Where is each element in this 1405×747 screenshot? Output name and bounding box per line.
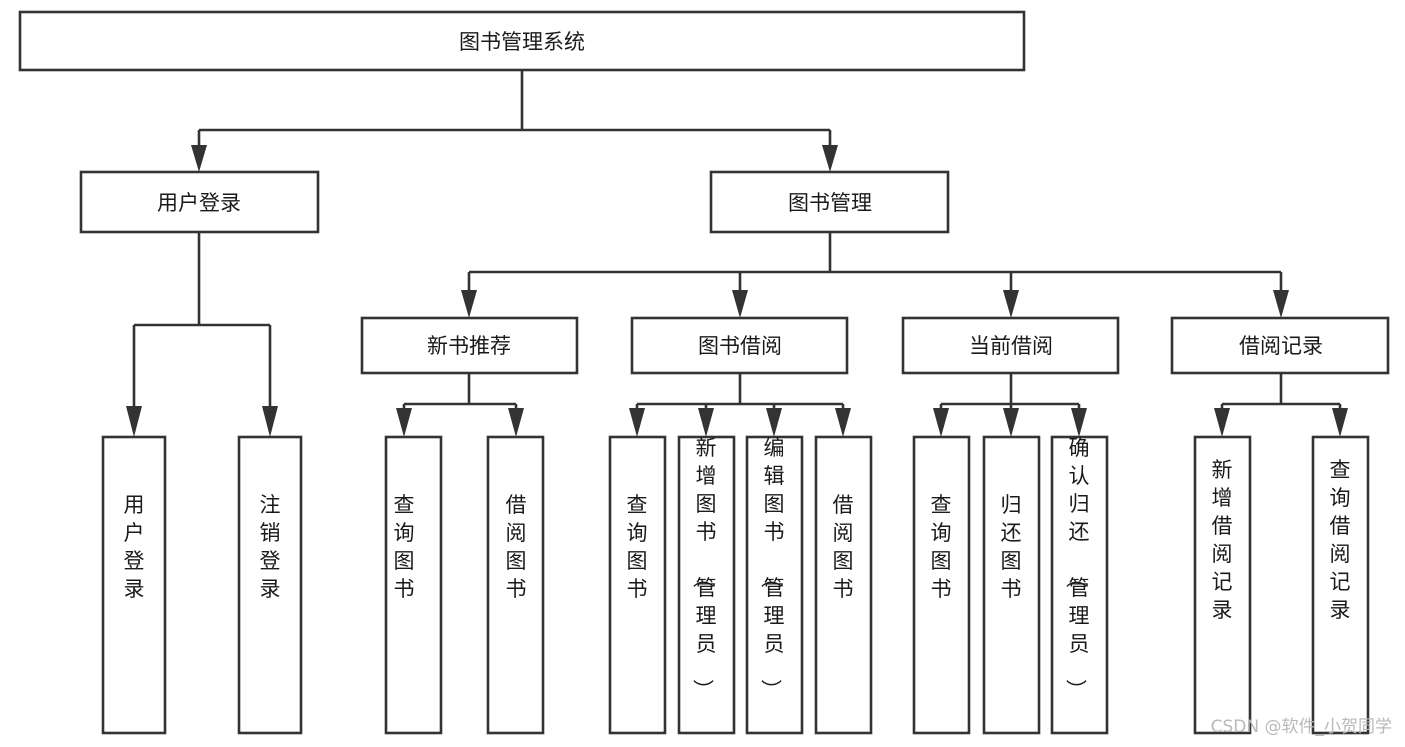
node-book-management-box[interactable] bbox=[709, 170, 950, 234]
leaf-nb-borrow-book-label: 借阅图书 bbox=[506, 493, 527, 601]
node-borrow-record-label: 借阅记录 bbox=[1239, 334, 1323, 358]
leaf-br-query-record-box[interactable] bbox=[1311, 435, 1370, 735]
leaf-br-query-record-label: 查询借阅记录 bbox=[1330, 458, 1351, 622]
leaf-br-add-record-label: 新增借阅记录 bbox=[1212, 458, 1233, 622]
leaf-cb-return-book-label: 归还图书 bbox=[1001, 493, 1022, 601]
leaf-cb-query-book-box[interactable] bbox=[912, 435, 971, 735]
leaf-nb-query-book-label: 查询图书 bbox=[394, 493, 415, 601]
leaf-node[interactable]: 用户登录 bbox=[101, 435, 167, 735]
leaf-cb-query-book-label: 查询图书 bbox=[931, 493, 952, 601]
csdn-watermark: CSDN @软件_小贺同学 bbox=[1211, 717, 1392, 737]
node-user-login-box[interactable] bbox=[79, 170, 320, 234]
arrow-head-bb-leaf-1 bbox=[629, 408, 645, 437]
leaf-logout-box[interactable] bbox=[237, 435, 303, 735]
node-root-box[interactable] bbox=[18, 10, 1026, 72]
leaf-bb-query-book-label: 查询图书 bbox=[627, 493, 648, 601]
node-root[interactable]: 图书管理系统 bbox=[18, 10, 1026, 72]
arrow-head-br-leaf-2 bbox=[1332, 408, 1348, 437]
node-new-book-recommend-box[interactable] bbox=[360, 316, 579, 375]
arrow-head-book-management bbox=[822, 145, 838, 172]
node-current-borrow[interactable]: 当前借阅 bbox=[901, 316, 1120, 375]
leaf-br-add-record-box[interactable] bbox=[1193, 435, 1252, 735]
arrow-head-br-leaf-1 bbox=[1214, 408, 1230, 437]
connector-layer bbox=[126, 70, 1348, 437]
node-book-borrow-box[interactable] bbox=[630, 316, 849, 375]
leaf-node[interactable]: 新增图书（管理员） bbox=[677, 435, 736, 735]
leaf-node[interactable]: 查询借阅记录 bbox=[1311, 435, 1370, 735]
node-book-management[interactable]: 图书管理 bbox=[709, 170, 950, 234]
leaf-bb-borrow-book-label: 借阅图书 bbox=[833, 493, 854, 601]
leaf-bb-add-book-box[interactable] bbox=[677, 435, 736, 735]
node-root-label: 图书管理系统 bbox=[459, 30, 585, 54]
arrow-head-borrow-record bbox=[1273, 290, 1289, 318]
leaf-user-login-box[interactable] bbox=[101, 435, 167, 735]
arrow-head-new-book bbox=[461, 290, 477, 318]
leaf-bb-edit-book-label: 编辑图书（管理员） bbox=[759, 436, 785, 700]
node-current-borrow-label: 当前借阅 bbox=[969, 334, 1053, 358]
node-book-management-label: 图书管理 bbox=[788, 191, 872, 215]
leaf-node[interactable]: 借阅图书 bbox=[486, 435, 545, 735]
node-book-borrow[interactable]: 图书借阅 bbox=[630, 316, 849, 375]
leaf-bb-query-book-box[interactable] bbox=[608, 435, 667, 735]
arrow-head-nb-leaf-2 bbox=[508, 408, 524, 437]
arrow-head-cb-leaf-1 bbox=[933, 408, 949, 437]
leaf-logout-label: 注销登录 bbox=[260, 493, 281, 601]
arrow-head-bb-leaf-3 bbox=[766, 408, 782, 437]
node-book-borrow-label: 图书借阅 bbox=[698, 334, 782, 358]
arrow-head-current-borrow bbox=[1003, 290, 1019, 318]
arrow-head-book-borrow bbox=[732, 290, 748, 318]
arrow-head-user-login bbox=[191, 145, 207, 172]
node-new-book-recommend[interactable]: 新书推荐 bbox=[360, 316, 579, 375]
node-borrow-record-box[interactable] bbox=[1170, 316, 1390, 375]
arrow-head-cb-leaf-3 bbox=[1071, 408, 1087, 437]
leaf-node[interactable]: 注销登录 bbox=[237, 435, 303, 735]
leaf-bb-borrow-book-box[interactable] bbox=[814, 435, 873, 735]
leaf-cb-confirm-return-label: 确认归还（管理员） bbox=[1064, 436, 1090, 700]
leaf-node[interactable]: 归还图书 bbox=[982, 435, 1041, 735]
leaf-nb-query-book-box[interactable] bbox=[384, 435, 443, 735]
arrow-head-nb-leaf-1 bbox=[396, 408, 412, 437]
node-current-borrow-box[interactable] bbox=[901, 316, 1120, 375]
arrow-head-leaf-logout bbox=[262, 406, 278, 437]
leaf-cb-confirm-return-box[interactable] bbox=[1050, 435, 1109, 735]
arrow-head-bb-leaf-2 bbox=[698, 408, 714, 437]
leaf-node[interactable]: 查询图书 bbox=[608, 435, 667, 735]
node-borrow-record[interactable]: 借阅记录 bbox=[1170, 316, 1390, 375]
leaf-nb-borrow-book-box[interactable] bbox=[486, 435, 545, 735]
leaf-node[interactable]: 查询图书 bbox=[384, 435, 443, 735]
leaf-bb-edit-book-box[interactable] bbox=[745, 435, 804, 735]
leaf-user-login-label: 用户登录 bbox=[124, 493, 145, 601]
leaf-cb-return-book-box[interactable] bbox=[982, 435, 1041, 735]
leaf-node[interactable]: 查询图书 bbox=[912, 435, 971, 735]
leaf-node[interactable]: 新增借阅记录 bbox=[1193, 435, 1252, 735]
arrow-head-bb-leaf-4 bbox=[835, 408, 851, 437]
node-user-login-label: 用户登录 bbox=[157, 191, 241, 215]
arrow-head-leaf-user-login bbox=[126, 406, 142, 437]
leaf-node[interactable]: 借阅图书 bbox=[814, 435, 873, 735]
node-user-login[interactable]: 用户登录 bbox=[79, 170, 320, 234]
node-new-book-recommend-label: 新书推荐 bbox=[427, 334, 511, 358]
leaf-node[interactable]: 编辑图书（管理员） bbox=[745, 435, 804, 735]
arrow-head-cb-leaf-2 bbox=[1003, 408, 1019, 437]
leaf-bb-add-book-label: 新增图书（管理员） bbox=[691, 436, 717, 700]
leaf-node[interactable]: 确认归还（管理员） bbox=[1050, 435, 1109, 735]
